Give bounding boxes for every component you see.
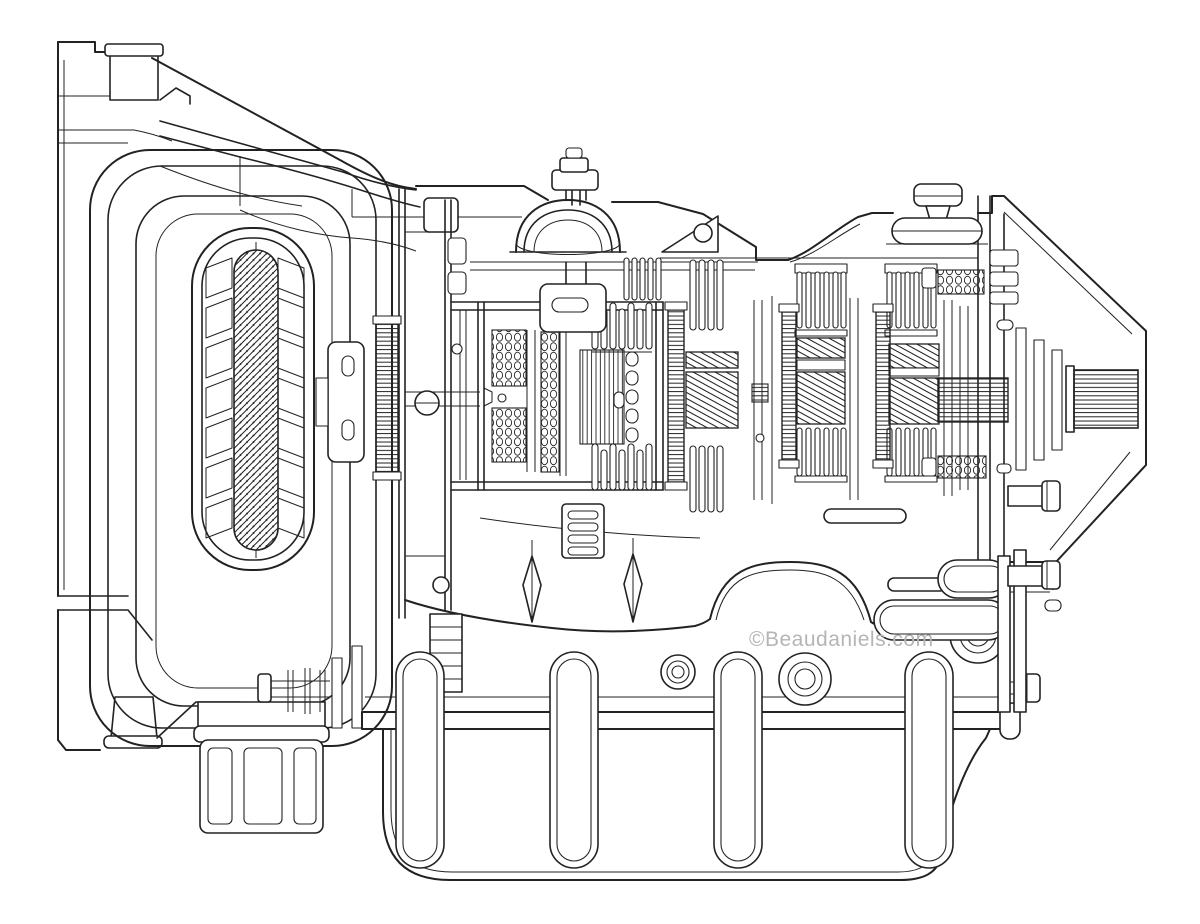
planetary-gearset-1 [685, 259, 773, 513]
vent-cap [886, 183, 988, 245]
input-clutch-drum [450, 257, 688, 491]
mini-fins [623, 257, 662, 301]
valve-body [429, 503, 947, 693]
torque-converter [191, 227, 315, 571]
planetary-gearset-3 [872, 263, 987, 496]
tail-housing [996, 319, 1063, 474]
accumulator-block [561, 503, 605, 559]
clutch-hub [579, 349, 639, 445]
breather-assembly [509, 147, 627, 333]
manual-valve-darts [522, 538, 643, 623]
case-body [57, 41, 1147, 751]
cooler-tubes [873, 559, 1009, 641]
fluid-cup [103, 696, 163, 749]
top-bracket [423, 197, 459, 233]
shift-shaft-bolt [257, 668, 330, 714]
ring-gear-strip [664, 301, 688, 491]
ring-gear-strip [778, 303, 800, 469]
pan-slots [395, 651, 954, 869]
flexplate-ring-gear [372, 315, 402, 481]
output-coupler [937, 377, 1009, 423]
ring-gear-strip [872, 303, 894, 469]
mounting-studs [997, 480, 1062, 713]
watermark-text: ©Beaudaniels.com [749, 628, 934, 651]
electrical-connector [193, 645, 363, 834]
gusset-bracket [661, 215, 719, 253]
case-slot [823, 508, 907, 524]
turbine-vanes [205, 257, 305, 539]
output-shaft [1065, 365, 1139, 433]
crank-hub [315, 341, 463, 463]
return-spring-packs [483, 329, 560, 473]
clutch-pack-top [591, 302, 653, 353]
coil-springs [921, 267, 987, 479]
clutch-pack-bottom [591, 443, 653, 491]
planetary-gearset-2 [778, 263, 859, 500]
stator-hatch-band [233, 249, 279, 551]
